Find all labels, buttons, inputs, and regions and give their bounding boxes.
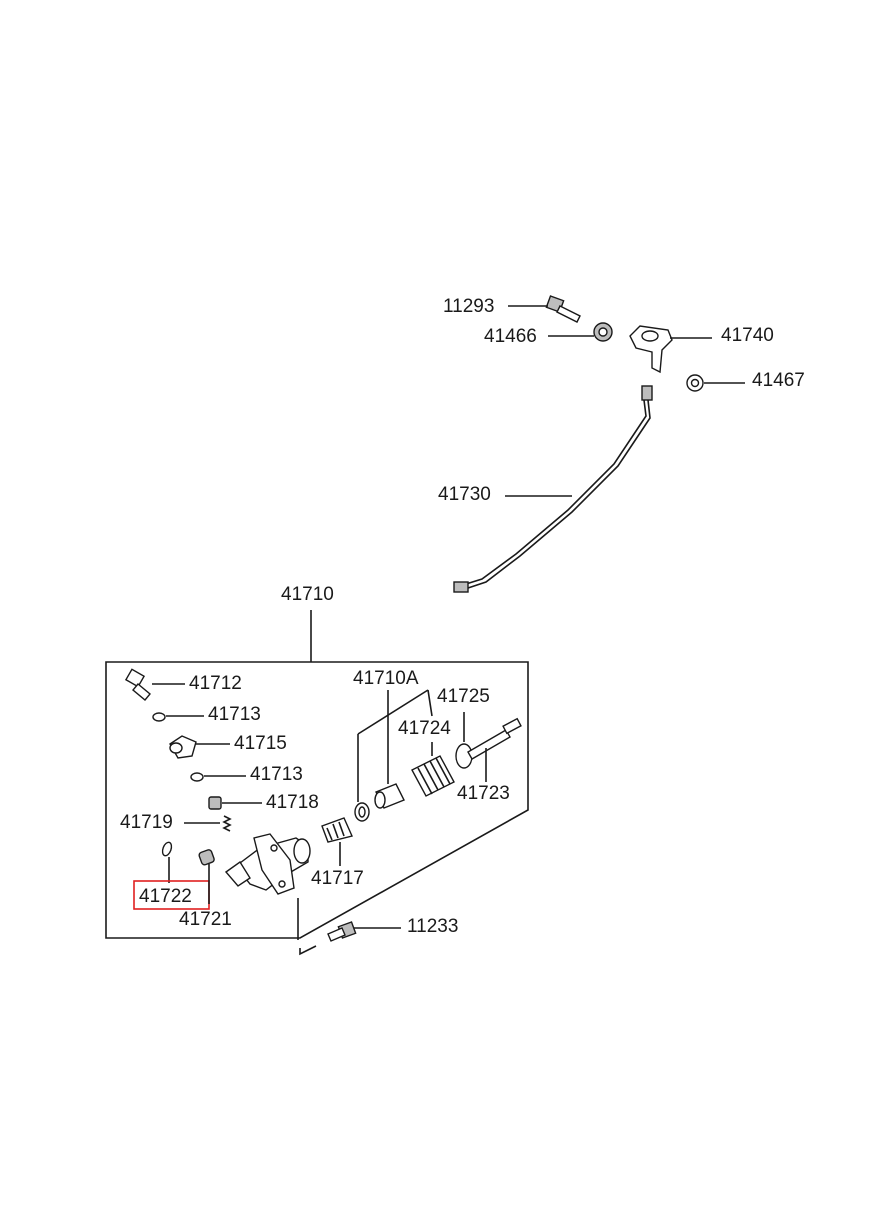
- label-41725: 41725: [437, 686, 490, 707]
- label-41717: 41717: [311, 868, 364, 889]
- label-41723: 41723: [457, 783, 510, 804]
- cylinder-body[interactable]: [224, 833, 311, 895]
- label-41713-a: 41713: [208, 704, 261, 725]
- bleeder-screw-41712[interactable]: [124, 668, 151, 701]
- label-41724: 41724: [398, 718, 451, 739]
- assembly-box: [105, 661, 529, 939]
- seal-ring[interactable]: [354, 802, 370, 822]
- label-41715: 41715: [234, 733, 287, 754]
- cap-41715[interactable]: [169, 735, 197, 759]
- oring-41722[interactable]: [161, 841, 173, 857]
- boot-41724[interactable]: [411, 755, 455, 797]
- label-41719: 41719: [120, 812, 173, 833]
- label-41721: 41721: [179, 909, 232, 930]
- valve-41721[interactable]: [198, 849, 215, 866]
- nut-41467[interactable]: [686, 374, 704, 392]
- label-41740: 41740: [721, 325, 774, 346]
- label-41713-b: 41713: [250, 764, 303, 785]
- bolt-11293[interactable]: [545, 295, 581, 323]
- washer-41713-b[interactable]: [190, 772, 204, 782]
- bracket-41740[interactable]: [629, 325, 673, 374]
- bushing-41466[interactable]: [593, 322, 613, 342]
- label-41710a: 41710A: [353, 668, 419, 689]
- plug-41718[interactable]: [208, 796, 222, 810]
- washer-41713-a[interactable]: [152, 712, 166, 722]
- spring-41719[interactable]: [222, 815, 232, 832]
- label-11293: 11293: [443, 296, 494, 317]
- bolt-11233[interactable]: [327, 921, 357, 942]
- label-41467: 41467: [752, 370, 805, 391]
- pushrod-41723[interactable]: [467, 717, 522, 760]
- label-41712: 41712: [189, 673, 242, 694]
- label-11233: 11233: [407, 916, 458, 937]
- label-41710: 41710: [281, 584, 334, 605]
- piston[interactable]: [374, 783, 405, 809]
- boot-41717[interactable]: [321, 817, 353, 843]
- label-41730: 41730: [438, 484, 491, 505]
- label-41466: 41466: [484, 326, 537, 347]
- label-41722: 41722: [139, 886, 192, 907]
- label-41718: 41718: [266, 792, 319, 813]
- hose-41730[interactable]: [453, 385, 653, 593]
